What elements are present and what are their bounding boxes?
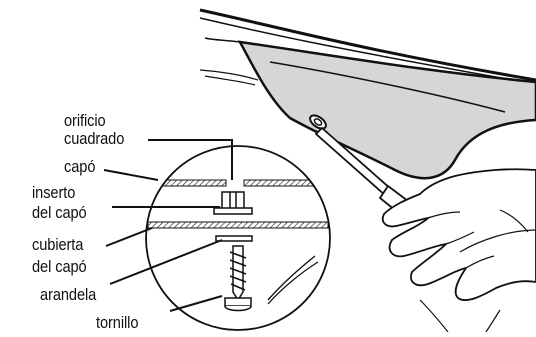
label-square-hole-line2: cuadrado [64,130,124,148]
label-screw: tornillo [96,314,138,332]
hand [383,169,536,332]
label-hood-cover-line2: del capó [32,258,87,276]
label-hood: capó [64,158,95,176]
label-hood-insert-line2: del capó [32,204,87,222]
hood-cover-layer [148,222,328,228]
label-square-hole-line1: orificio [64,112,106,130]
label-hood-cover-line1: cubierta [32,236,83,254]
label-washer: arandela [40,286,96,304]
label-hood-insert-line1: inserto [32,184,75,202]
leader-hood-cover [106,228,152,246]
leader-hood [104,170,158,180]
